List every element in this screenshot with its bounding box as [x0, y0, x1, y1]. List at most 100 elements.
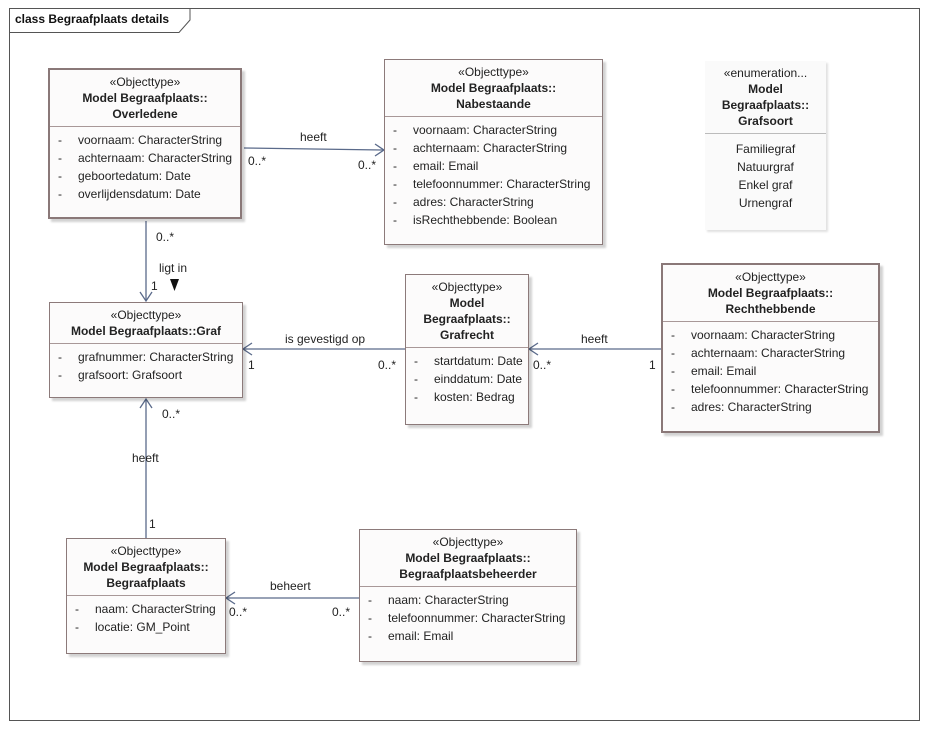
enum-literal: Familiegraf [735, 142, 796, 156]
visibility-marker: - [393, 213, 397, 227]
attribute-text: telefoonnummer: CharacterString [388, 611, 566, 625]
attribute-text: grafnummer: CharacterString [78, 350, 234, 364]
arrowhead-graf-bottom [139, 397, 153, 409]
enum-header: «enumeration... Model Begraafplaats:: Gr… [705, 61, 826, 134]
class-name: Rechthebbende [725, 302, 816, 316]
class-header: «Objecttype» Model Begraafplaats:: Overl… [50, 70, 240, 127]
attribute-text: naam: CharacterString [388, 593, 509, 607]
attribute-text: achternaam: CharacterString [413, 141, 568, 155]
arrowhead-graf-right [241, 342, 253, 356]
stereotype: «Objecttype» [431, 280, 503, 294]
mult-overledene-graf-source: 0..* [156, 230, 175, 244]
mult-grafrecht-graf-source: 0..* [378, 358, 397, 372]
mult-beheerder-begraafplaats-source: 0..* [332, 605, 351, 619]
attribute-text: achternaam: CharacterString [691, 346, 846, 360]
visibility-marker: - [671, 400, 675, 414]
attribute-row: -isRechthebbende: Boolean [385, 211, 602, 229]
enum-grafsoort[interactable]: «enumeration... Model Begraafplaats:: Gr… [705, 61, 826, 230]
attribute-text: telefoonnummer: CharacterString [413, 177, 591, 191]
attribute-list: - naam: CharacterString -telefoonnummer: … [360, 587, 576, 649]
class-header: «Objecttype» Model Begraafplaats:: Recht… [663, 265, 878, 322]
attribute-row: - adres: CharacterString [385, 193, 602, 211]
class-name: Model Begraafplaats::Graf [70, 324, 222, 338]
class-header: «Objecttype» Model Begraafplaats:: Grafr… [406, 275, 528, 348]
attribute-text: startdatum: Date [434, 354, 523, 368]
visibility-marker: - [393, 195, 397, 209]
visibility-marker: - [75, 620, 79, 634]
attribute-list: -voornaam: CharacterString -achternaam: … [663, 322, 878, 420]
visibility-marker: - [58, 133, 62, 147]
attribute-row: -grafsoort: Grafsoort [50, 366, 242, 384]
attribute-text: email: Email [388, 629, 454, 643]
attribute-text: telefoonnummer: CharacterString [691, 382, 869, 396]
visibility-marker: - [58, 151, 62, 165]
mult-grafrecht-graf-target: 1 [248, 358, 255, 372]
attribute-row: - locatie: GM_Point [67, 618, 225, 636]
visibility-marker: - [671, 364, 675, 378]
class-name: Begraafplaats:: [423, 312, 511, 326]
class-graf[interactable]: «Objecttype» Model Begraafplaats::Graf -… [49, 302, 243, 398]
class-name: Model Begraafplaats:: [430, 81, 557, 95]
attribute-row: -einddatum: Date [406, 370, 528, 388]
class-name: Model Begraafplaats:: [83, 560, 209, 574]
attribute-row: -adres: CharacterString [663, 398, 878, 416]
class-grafrecht[interactable]: «Objecttype» Model Begraafplaats:: Grafr… [405, 274, 529, 425]
enum-literal: Natuurgraf [737, 160, 794, 174]
stereotype: «Objecttype» [458, 65, 529, 79]
class-header: «Objecttype» Model Begraafplaats:: Nabes… [385, 60, 602, 117]
class-begraafplaatsbeheerder[interactable]: «Objecttype» Model Begraafplaats:: Begra… [359, 529, 577, 662]
visibility-marker: - [393, 177, 397, 191]
visibility-marker: - [671, 346, 675, 360]
attribute-text: voornaam: CharacterString [78, 133, 223, 147]
attribute-text: email: Email [691, 364, 757, 378]
attribute-text: geboortedatum: Date [78, 169, 191, 183]
enum-literal: Enkel graf [738, 178, 793, 192]
attribute-list: - voornaam: CharacterString - achternaam: … [50, 127, 240, 207]
visibility-marker: - [414, 390, 418, 404]
class-header: «Objecttype» Model Begraafplaats:: Begra… [67, 539, 225, 596]
assoc-line-overledene-nabestaande [243, 147, 385, 151]
attribute-text: achternaam: CharacterString [78, 151, 233, 165]
reading-direction-triangle [170, 279, 179, 291]
attribute-row: -telefoonnummer: CharacterString [360, 609, 576, 627]
attribute-text: voornaam: CharacterString [413, 123, 558, 137]
enum-literal: Urnengraf [738, 196, 793, 210]
assoc-label-is-gevestigd-op: is gevestigd op [285, 332, 366, 346]
visibility-marker: - [671, 382, 675, 396]
attribute-text: naam: CharacterString [95, 602, 216, 616]
assoc-label-heeft-3: heeft [132, 451, 159, 465]
attribute-list: - voornaam: CharacterString - achternaam: … [385, 117, 602, 233]
class-name: Begraafplaatsbeheerder [399, 567, 537, 581]
visibility-marker: - [393, 141, 397, 155]
visibility-marker: - [58, 350, 62, 364]
class-name: Overledene [112, 107, 178, 121]
visibility-marker: - [414, 372, 418, 386]
class-name: Grafrecht [439, 328, 495, 342]
mult-rechthebbende-grafrecht-target: 0..* [533, 358, 552, 372]
attribute-text: voornaam: CharacterString [691, 328, 836, 342]
mult-begraafplaats-graf-source: 1 [149, 517, 156, 531]
class-nabestaande[interactable]: «Objecttype» Model Begraafplaats:: Nabes… [384, 59, 603, 245]
attribute-row: -voornaam: CharacterString [663, 326, 878, 344]
attribute-row: -email: Email [360, 627, 576, 645]
visibility-marker: - [393, 123, 397, 137]
class-overledene[interactable]: «Objecttype» Model Begraafplaats:: Overl… [48, 68, 242, 219]
mult-beheerder-begraafplaats-target: 0..* [229, 605, 248, 619]
attribute-text: adres: CharacterString [413, 195, 534, 209]
class-name: Model Begraafplaats:: [707, 286, 834, 300]
class-name: Nabestaande [456, 97, 531, 111]
class-rechthebbende[interactable]: «Objecttype» Model Begraafplaats:: Recht… [661, 263, 880, 433]
arrowhead-begraafplaats [224, 591, 236, 605]
class-name: Begraafplaats [106, 576, 186, 590]
visibility-marker: - [414, 354, 418, 368]
attribute-row: - voornaam: CharacterString [50, 131, 240, 149]
attribute-row: - achternaam: CharacterString [385, 139, 602, 157]
visibility-marker: - [368, 593, 372, 607]
attribute-text: email: Email [413, 159, 479, 173]
attribute-row: -email: Email [385, 157, 602, 175]
mult-rechthebbende-grafrecht-source: 1 [649, 358, 656, 372]
diagram-frame [9, 8, 920, 721]
attribute-text: locatie: GM_Point [95, 620, 190, 634]
class-begraafplaats[interactable]: «Objecttype» Model Begraafplaats:: Begra… [66, 538, 226, 654]
